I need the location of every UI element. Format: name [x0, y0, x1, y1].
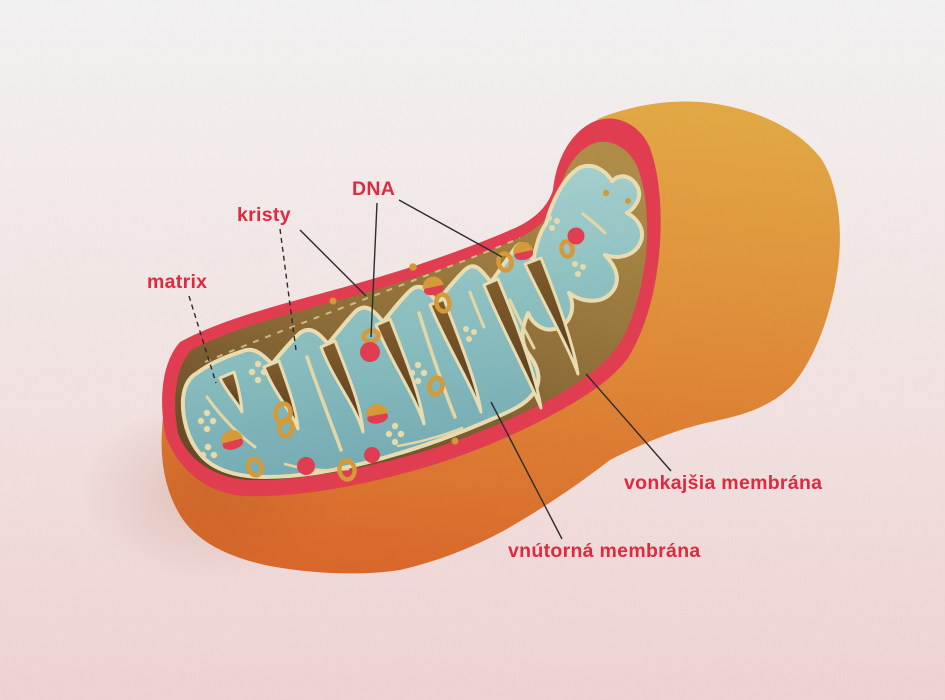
label-matrix: matrix — [147, 271, 208, 293]
label-dna: DNA — [352, 178, 396, 200]
label-inner-membrane: vnútorná membrána — [508, 540, 701, 562]
label-outer-membrane: vonkajšia membrána — [624, 472, 823, 494]
label-cristae: kristy — [237, 204, 291, 226]
